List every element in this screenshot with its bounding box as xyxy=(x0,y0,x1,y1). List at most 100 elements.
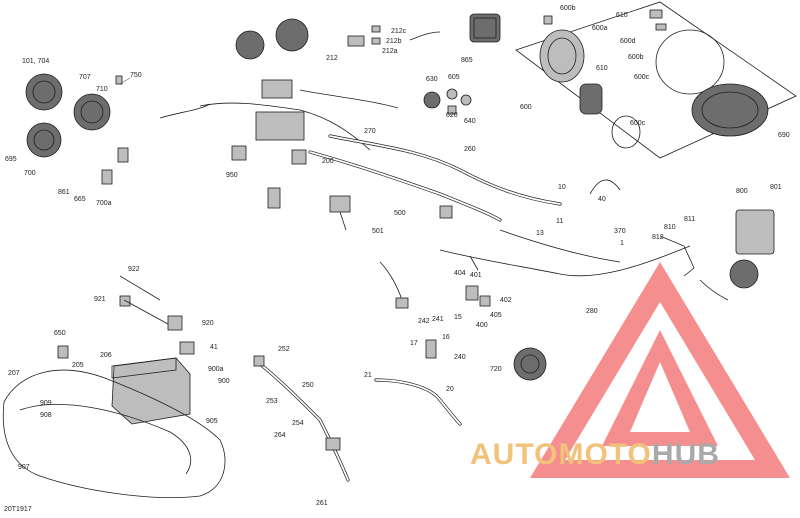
callout-17: 17 xyxy=(410,340,418,347)
headlight-assemblies xyxy=(25,73,131,185)
callout-710: 710 xyxy=(96,86,108,93)
callout-811: 811 xyxy=(684,216,696,223)
callout-250: 250 xyxy=(302,382,314,389)
callout-600a: 600a xyxy=(592,25,608,32)
instrument-cluster-box xyxy=(515,1,797,159)
callout-665: 665 xyxy=(74,196,86,203)
callout-720: 720 xyxy=(490,366,502,373)
callout-212: 212 xyxy=(326,55,338,62)
callout-16: 16 xyxy=(442,334,450,341)
callout-905: 905 xyxy=(206,418,218,425)
callout-1: 1 xyxy=(620,240,624,247)
horn-720 xyxy=(513,347,547,381)
callout-13: 13 xyxy=(536,230,544,237)
callout-600b-right: 600b xyxy=(628,54,644,61)
callout-370: 370 xyxy=(614,228,626,235)
callout-907: 907 xyxy=(18,464,30,471)
watermark-text: AUTOMOTOHUB xyxy=(470,438,720,472)
callout-920: 920 xyxy=(202,320,214,327)
diagram-id: 20T1917 xyxy=(4,506,32,513)
callout-700: 700 xyxy=(24,170,36,177)
callout-212b: 212b xyxy=(386,38,402,45)
callout-40: 40 xyxy=(598,196,606,203)
callout-260: 260 xyxy=(464,146,476,153)
callout-640: 640 xyxy=(464,118,476,125)
callout-900: 900 xyxy=(218,378,230,385)
connector-212-group xyxy=(347,25,441,47)
callout-950: 950 xyxy=(226,172,238,179)
gps-display-865 xyxy=(469,13,501,43)
callout-922: 922 xyxy=(128,266,140,273)
callout-900a: 900a xyxy=(208,366,224,373)
callout-242: 242 xyxy=(418,318,430,325)
callout-600c-lower: 600c xyxy=(630,120,646,127)
callout-610-top: 610 xyxy=(616,12,628,19)
callout-20: 20 xyxy=(446,386,454,393)
upper-console-assembly xyxy=(159,18,371,209)
watermark-part1: AUTO xyxy=(470,438,559,471)
callout-270: 270 xyxy=(364,128,376,135)
callout-280: 280 xyxy=(586,308,598,315)
callout-254: 254 xyxy=(292,420,304,427)
callout-405: 405 xyxy=(490,312,502,319)
watermark-triangle-logo xyxy=(530,262,790,478)
callout-865: 865 xyxy=(461,57,473,64)
callout-206: 206 xyxy=(100,352,112,359)
callout-401: 401 xyxy=(470,272,482,279)
callout-700a: 700a xyxy=(96,200,112,207)
callout-400: 400 xyxy=(476,322,488,329)
callout-600b: 600b xyxy=(560,5,576,12)
callout-252: 252 xyxy=(278,346,290,353)
callout-921: 921 xyxy=(94,296,106,303)
callout-500: 500 xyxy=(394,210,406,217)
callout-240: 240 xyxy=(454,354,466,361)
callout-41: 41 xyxy=(210,344,218,351)
callout-908: 908 xyxy=(40,412,52,419)
callout-610-mid: 610 xyxy=(596,65,608,72)
ignition-switch-group xyxy=(423,88,472,115)
callout-620: 620 xyxy=(446,112,458,119)
callout-21: 21 xyxy=(364,372,372,379)
callout-690: 690 xyxy=(778,132,790,139)
callout-404: 404 xyxy=(454,270,466,277)
callout-200: 200 xyxy=(322,158,334,165)
ecu-800 xyxy=(659,209,775,301)
battery-tray-assembly xyxy=(2,275,226,498)
callout-600: 600 xyxy=(520,104,532,111)
callout-205: 205 xyxy=(72,362,84,369)
callout-801: 801 xyxy=(770,184,782,191)
callout-861: 861 xyxy=(58,189,70,196)
callout-10: 10 xyxy=(558,184,566,191)
watermark-part3: HUB xyxy=(651,438,720,471)
callout-600c: 600c xyxy=(634,74,650,81)
callout-264: 264 xyxy=(274,432,286,439)
callout-11: 11 xyxy=(556,218,564,225)
callout-600d: 600d xyxy=(620,38,636,45)
callout-15: 15 xyxy=(454,314,462,321)
callout-810: 810 xyxy=(664,224,676,231)
callout-402: 402 xyxy=(500,297,512,304)
callout-253: 253 xyxy=(266,398,278,405)
callout-650: 650 xyxy=(54,330,66,337)
callout-695: 695 xyxy=(5,156,17,163)
callout-207: 207 xyxy=(8,370,20,377)
mid-connector-500 xyxy=(329,195,409,309)
callout-750: 750 xyxy=(130,72,142,79)
callout-707: 707 xyxy=(79,74,91,81)
callout-605: 605 xyxy=(448,74,460,81)
callout-241: 241 xyxy=(432,316,444,323)
callout-630: 630 xyxy=(426,76,438,83)
watermark-part2: MOTO xyxy=(558,438,652,471)
callout-909: 909 xyxy=(40,400,52,407)
callout-212c: 212c xyxy=(391,28,407,35)
callout-812: 812 xyxy=(652,234,664,241)
lower-harness xyxy=(253,339,462,482)
main-wiring-harness xyxy=(299,89,691,277)
relay-group-400 xyxy=(465,255,491,307)
callout-501: 501 xyxy=(372,228,384,235)
callout-212a: 212a xyxy=(382,48,398,55)
callout-101-704: 101, 704 xyxy=(22,58,50,65)
callout-261: 261 xyxy=(316,500,328,507)
callout-800: 800 xyxy=(736,188,748,195)
